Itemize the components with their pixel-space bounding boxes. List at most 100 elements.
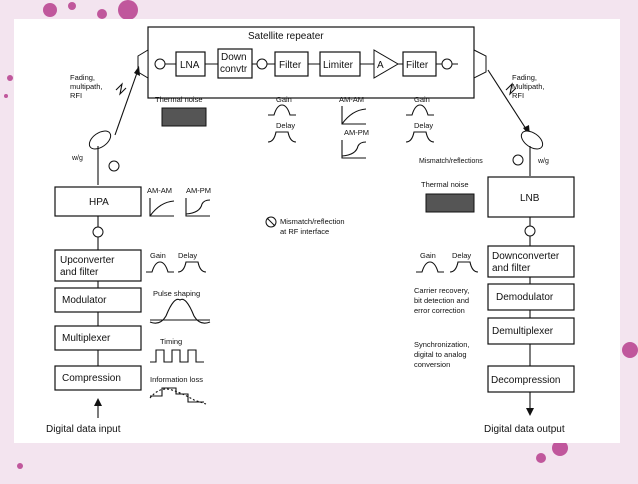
timing-square-wave — [150, 349, 204, 363]
input-filter-label: Filter — [279, 60, 302, 71]
dot — [552, 440, 568, 456]
delay-label: Delay — [414, 121, 433, 130]
carrier-note-line-2: bit detection and — [414, 296, 469, 305]
am-pm-axes — [341, 140, 366, 159]
uplink-channel-note: Fading, multipath, RFI — [70, 73, 103, 100]
sync-note-line-3: conversion — [414, 360, 450, 369]
mismatch-symbol — [512, 154, 524, 166]
upconverter-label-1: Upconverter — [60, 255, 115, 266]
dot — [17, 463, 23, 469]
output-filter-block — [402, 51, 437, 77]
dot — [7, 75, 13, 81]
gain-curve — [268, 104, 296, 116]
repeater-impairments: Gain Delay AM-AM AM-PM Gain Delay — [267, 95, 435, 159]
thermal-noise-rx-label: Thermal noise — [421, 180, 469, 189]
tx-am-pm-curve — [185, 199, 211, 215]
dot — [4, 94, 8, 98]
tx-delay-label: Delay — [178, 251, 197, 260]
tx-gain-label: Gain — [150, 251, 166, 260]
amplifier-triangle — [373, 49, 399, 79]
lna-label: LNA — [180, 60, 200, 71]
dot — [68, 2, 76, 10]
mismatch-symbol — [154, 58, 166, 70]
tx-am-pm-label: AM-PM — [186, 186, 211, 195]
dot — [622, 342, 638, 358]
downlink-path — [487, 69, 529, 133]
tx-am-am-curve — [149, 200, 175, 217]
satellite-rx-antenna — [137, 49, 149, 79]
pulse-shaping-label: Pulse shaping — [153, 289, 200, 298]
delay-curve — [405, 131, 435, 143]
gain-label: Gain — [276, 95, 292, 104]
am-am-curve — [341, 108, 367, 125]
information-loss-label: Information loss — [150, 375, 203, 384]
dot — [536, 453, 546, 463]
input-filter-block — [274, 51, 309, 77]
mismatch-symbol — [92, 226, 104, 238]
gain-curve — [406, 104, 434, 116]
downlink-channel-line-1: Fading, — [512, 73, 537, 82]
sync-note-line-1: Synchronization, — [414, 340, 469, 349]
pulse-curve — [149, 298, 211, 324]
downlink-channel-note: Fading, Multipath, RFI — [512, 73, 545, 100]
down-converter-label-1: Down — [221, 52, 247, 63]
am-pm-curve — [341, 141, 367, 157]
satellite-tx-antenna — [473, 49, 487, 79]
transmit-chain: w/g HPA Upconverter and filter Modulator… — [46, 130, 142, 435]
tx-am-pm-axes — [185, 198, 210, 217]
am-am-label: AM-AM — [339, 95, 364, 104]
receive-chain: Mismatch/reflections w/g Thermal noise L… — [419, 130, 575, 435]
mismatch-symbol — [108, 160, 120, 172]
downlink-channel-line-3: RFI — [512, 91, 524, 100]
carrier-note-line-1: Carrier recovery, — [414, 286, 469, 295]
am-pm-label: AM-PM — [344, 128, 369, 137]
demodulator-block — [487, 283, 575, 311]
rx-mismatch-label: Mismatch/reflections — [419, 158, 483, 165]
digital-data-input-label: Digital data input — [46, 424, 121, 435]
demultiplexer-label: Demultiplexer — [492, 326, 554, 337]
uplink-channel-line-2: multipath, — [70, 82, 103, 91]
decompression-label: Decompression — [491, 375, 560, 386]
thermal-noise-top-block — [161, 107, 207, 127]
tx-am-am-label: AM-AM — [147, 186, 172, 195]
downlink-fading-icon — [505, 82, 517, 96]
upconverter-label-2: and filter — [60, 267, 99, 278]
dot — [97, 9, 107, 19]
down-converter-block — [217, 48, 253, 79]
mismatch-symbol — [256, 58, 268, 70]
hpa-label: HPA — [89, 197, 109, 208]
tx-delay-curve — [177, 261, 207, 273]
downconverter-label-1: Downconverter — [492, 251, 560, 262]
mismatch-symbol-stroke — [266, 217, 276, 227]
amplifier-label: A — [377, 60, 384, 71]
timing-label: Timing — [160, 337, 182, 346]
limiter-block — [319, 51, 361, 77]
downconverter-block — [487, 245, 575, 278]
rx-gain-curve — [416, 261, 444, 273]
thermal-noise-top-label: Thermal noise — [155, 95, 203, 104]
receive-impairments: Gain Delay Carrier recovery, bit detecti… — [414, 251, 479, 369]
uplink-arrowhead — [134, 66, 140, 76]
information-loss-reference — [149, 388, 207, 405]
lna-block — [175, 51, 206, 77]
digital-data-output-label: Digital data output — [484, 424, 565, 435]
delay-curve — [267, 131, 297, 143]
tx-gain-curve — [146, 261, 174, 273]
lnb-block — [487, 176, 575, 218]
compression-label: Compression — [62, 373, 121, 384]
mismatch-symbol — [524, 225, 536, 237]
downconverter-label-2: and filter — [492, 263, 531, 274]
gain-label: Gain — [414, 95, 430, 104]
transmit-impairments: AM-AM AM-PM Gain Delay Pulse shaping Tim… — [146, 186, 211, 405]
output-filter-label: Filter — [406, 60, 429, 71]
satellite-repeater: Satellite repeater LNA Down convtr Filte… — [147, 26, 475, 99]
rx-waveguide-label: w/g — [537, 158, 549, 165]
limiter-label: Limiter — [323, 60, 354, 71]
repeater-title: Satellite repeater — [248, 31, 324, 42]
mismatch-legend: Mismatch/reflection at RF interface — [265, 216, 345, 236]
rx-gain-label: Gain — [420, 251, 436, 260]
dot — [118, 0, 138, 20]
demodulator-label: Demodulator — [496, 292, 554, 303]
